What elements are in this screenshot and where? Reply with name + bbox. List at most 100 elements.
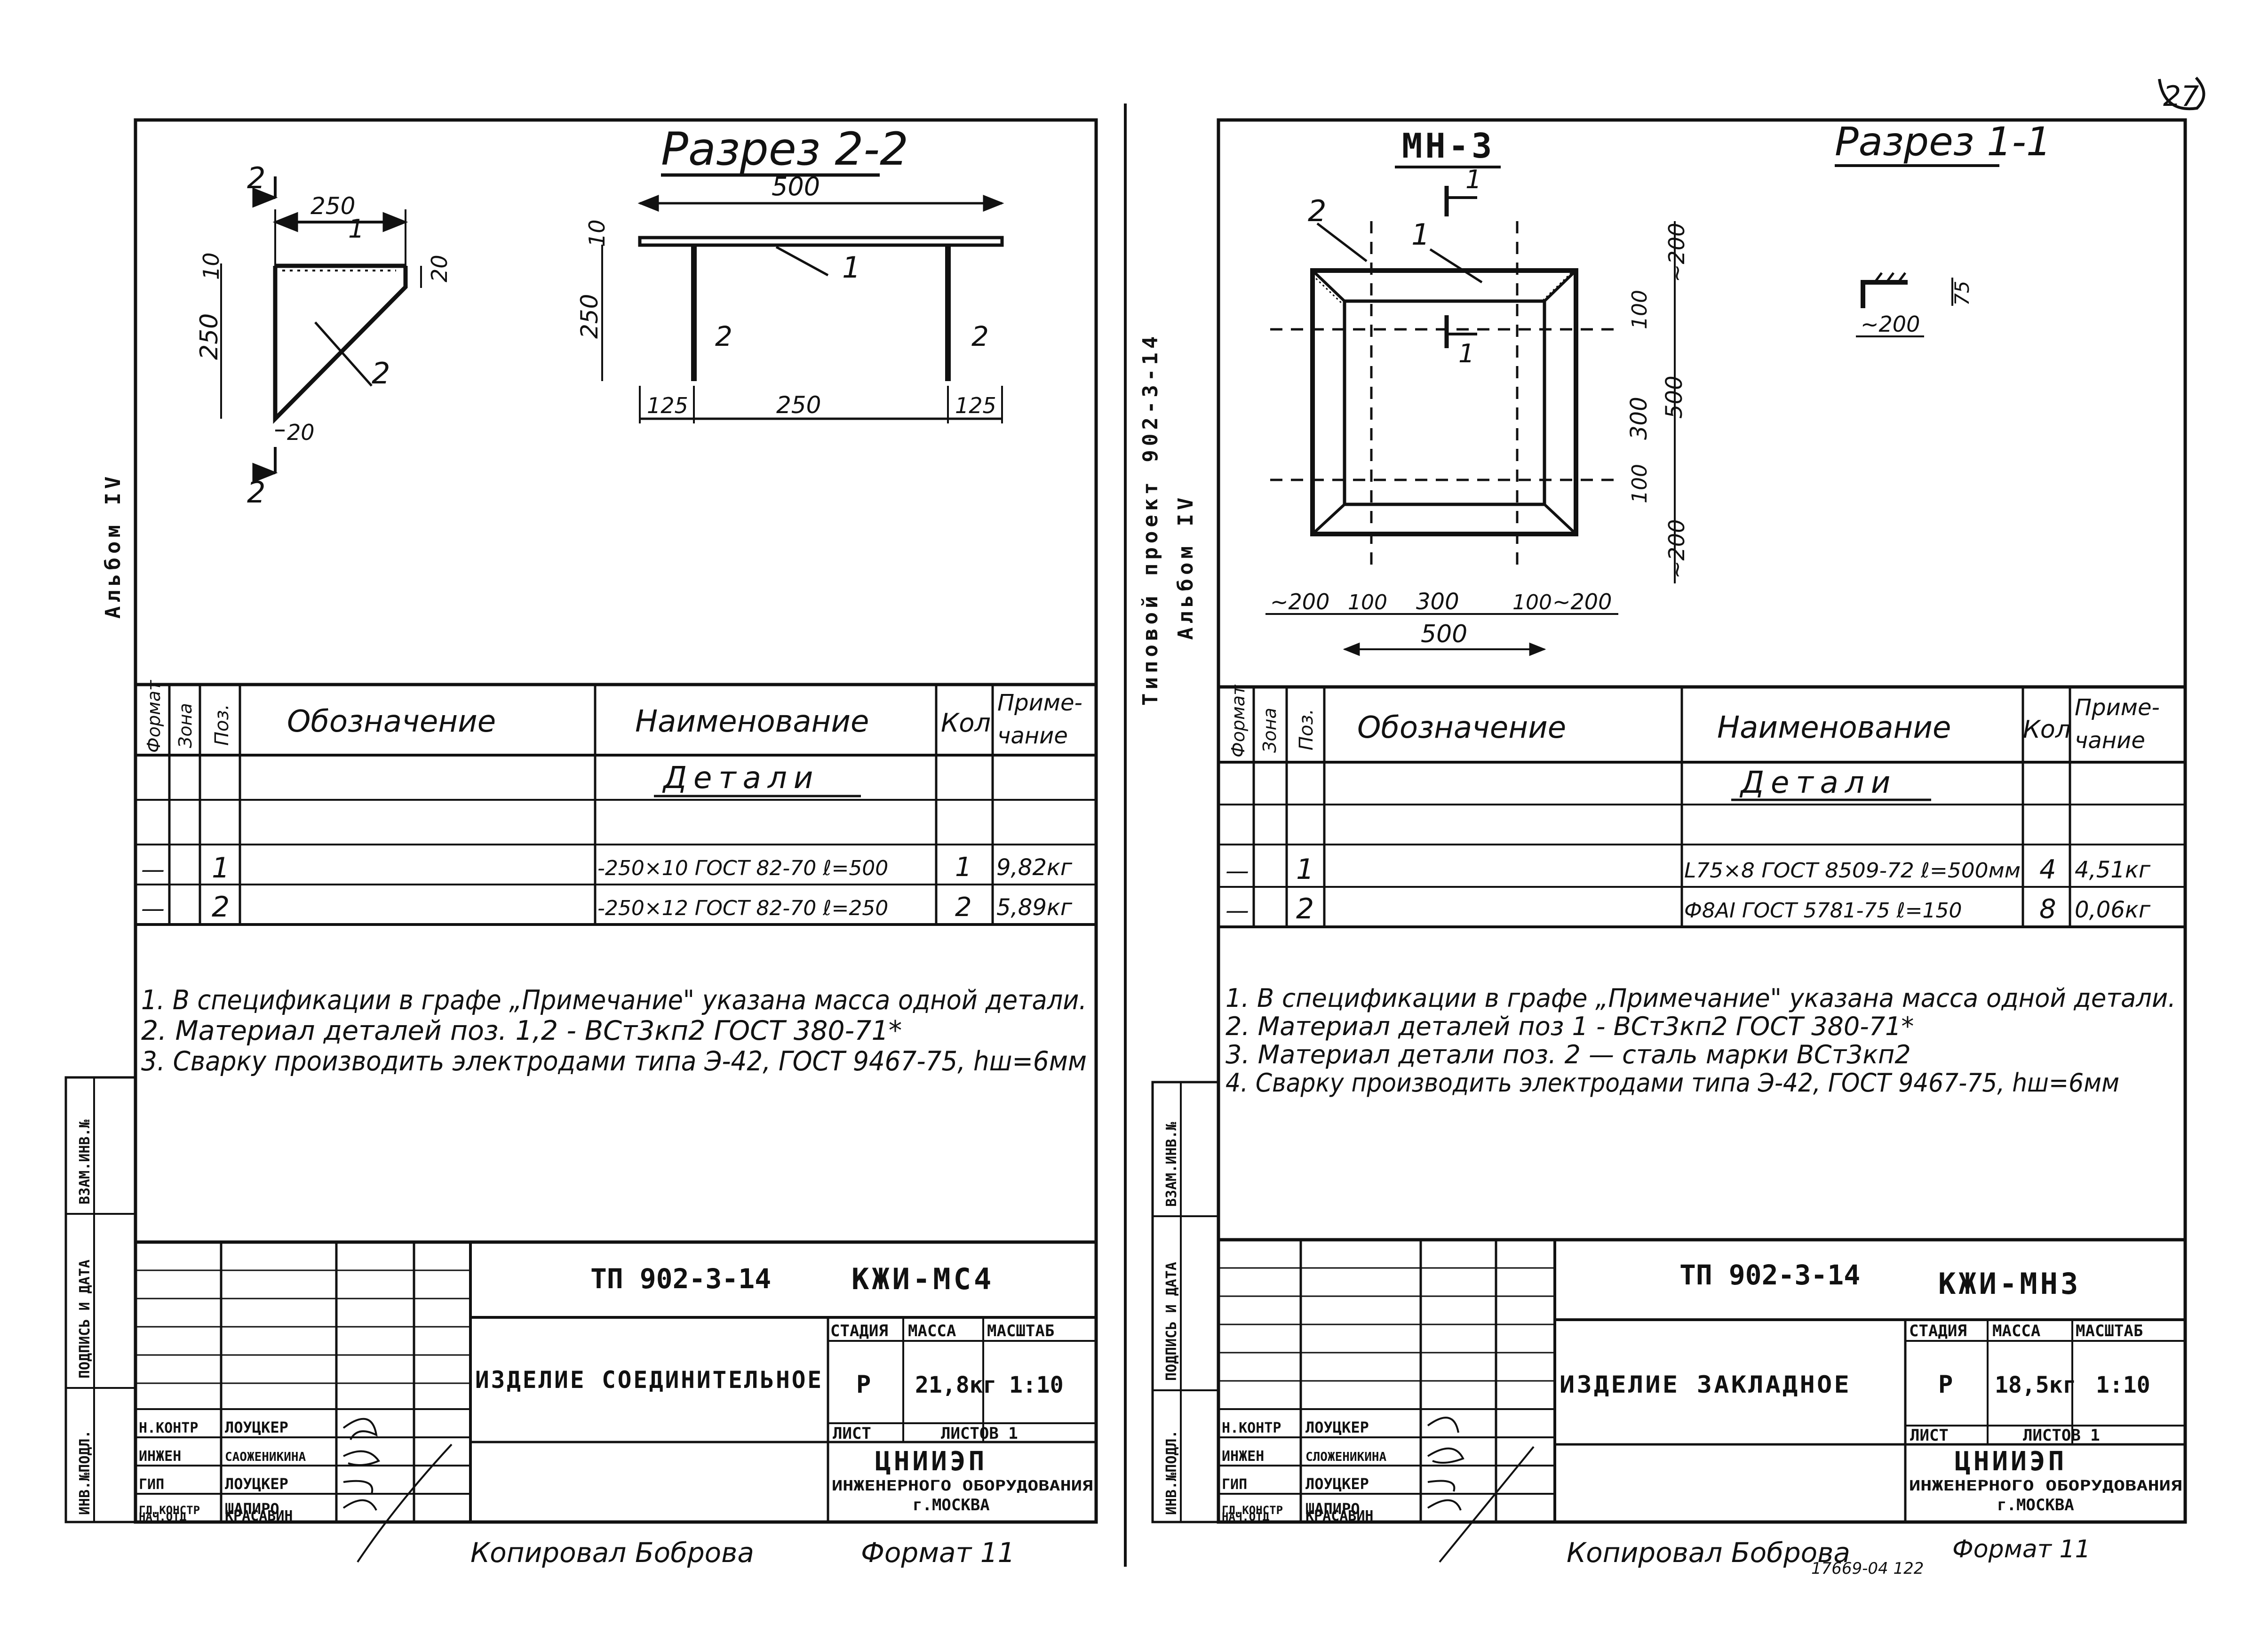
svg-text:0,06кг: 0,06кг [2075,897,2151,923]
svg-text:1: 1 [1296,853,1314,886]
svg-text:КЖИ-МС4: КЖИ-МС4 [851,1262,994,1296]
svg-text:250: 250 [576,294,603,339]
svg-text:27: 27 [2163,80,2199,113]
svg-text:1: 1 [1458,339,1474,368]
svg-text:ЛОУЦКЕР: ЛОУЦКЕР [225,1475,288,1493]
side-stamp: ИНВ.№ПОДЛ. ПОДПИСЬ И ДАТА ВЗАМ.ИНВ.№ [64,1076,137,1523]
svg-text:СТАДИЯ: СТАДИЯ [1909,1322,1967,1340]
svg-text:ШАПИРО: ШАПИРО [1305,1500,1360,1518]
left-frame [134,118,1098,1524]
album-label: Альбом IV [1174,494,1198,640]
svg-text:2: 2 [715,320,732,352]
svg-text:НАЧ.ОТД: НАЧ.ОТД [139,1510,186,1523]
svg-text:2: 2 [1296,893,1314,925]
svg-text:ГИП: ГИП [1222,1476,1247,1493]
svg-text:ИНЖЕНЕРНОГО ОБОРУДОВАНИЯ: ИНЖЕНЕРНОГО ОБОРУДОВАНИЯ [832,1478,1093,1494]
svg-text:250: 250 [776,391,821,419]
svg-text:3. Материал детали поз. 2 — ст: 3. Материал детали поз. 2 — сталь марки … [1226,1040,1911,1069]
svg-text:21,8кг: 21,8кг [915,1372,996,1398]
svg-text:СТАДИЯ: СТАДИЯ [830,1322,888,1340]
svg-text:~200: ~200 [1270,589,1329,614]
signature-3 [343,1480,374,1494]
copied-by: Копировал Боброва [1567,1537,1850,1569]
album-label: Альбом IV [101,473,125,619]
format-label: Формат 11 [1952,1535,2091,1563]
svg-text:ЛОУЦКЕР: ЛОУЦКЕР [1305,1419,1369,1436]
svg-text:ПОДПИСЬ И ДАТА: ПОДПИСЬ И ДАТА [77,1259,93,1379]
spec-table: Формат Зона Поз. Обозначение Наименовани… [1218,684,2185,928]
gusset-plan-view: 2 2 250 1 2 250 10 20 20 [195,161,452,510]
svg-text:ИНВ.№ПОДЛ.: ИНВ.№ПОДЛ. [1163,1430,1180,1515]
svg-text:Формат: Формат [143,679,164,753]
svg-text:18,5кг: 18,5кг [1995,1372,2076,1398]
svg-text:9,82кг: 9,82кг [996,854,1073,881]
svg-text:75: 75 [1950,281,1974,306]
svg-text:КРАСАВИН: КРАСАВИН [1305,1508,1374,1524]
svg-text:ВЗАМ.ИНВ.№: ВЗАМ.ИНВ.№ [77,1119,93,1204]
project-label: Типовой проект 902-3-14 [1138,333,1162,706]
svg-text:НАЧ.ОТД: НАЧ.ОТД [1222,1510,1269,1523]
side-stamp: ИНВ.№ПОДЛ. ПОДПИСЬ И ДАТА ВЗАМ.ИНВ.№ [1151,1081,1220,1523]
svg-text:Поз.: Поз. [1296,709,1317,750]
svg-text:10: 10 [584,219,610,247]
right-sheet: Типовой проект 902-3-14 Альбом IV МН-3 Р… [1138,118,2187,1578]
svg-text:ИЗДЕЛИЕ ЗАКЛАДНОЕ: ИЗДЕЛИЕ ЗАКЛАДНОЕ [1560,1371,1851,1398]
svg-text:Детали: Детали [662,761,820,796]
signature-1 [342,1418,378,1440]
svg-text:ИНЖЕН: ИНЖЕН [1222,1448,1264,1465]
svg-text:г.МОСКВА: г.МОСКВА [1997,1496,2074,1514]
svg-text:ЛИСТ: ЛИСТ [833,1424,871,1443]
svg-text:2: 2 [247,161,265,195]
svg-text:1: 1 [212,852,230,885]
svg-text:Детали: Детали [1739,765,1897,800]
svg-text:20: 20 [427,255,452,282]
svg-text:Р: Р [1938,1371,1953,1399]
svg-text:ПОДПИСЬ И ДАТА: ПОДПИСЬ И ДАТА [1163,1262,1180,1381]
svg-text:2: 2 [971,320,989,352]
svg-text:Н.КОНТР: Н.КОНТР [139,1420,198,1436]
svg-text:—: — [1226,857,1249,885]
svg-text:~200: ~200 [1861,311,1920,337]
svg-text:ЛОУЦКЕР: ЛОУЦКЕР [1305,1475,1369,1493]
section-title: Разрез 2-2 [661,123,908,175]
svg-text:~200: ~200 [1664,519,1689,579]
signature-1 [1427,1417,1459,1433]
svg-text:~200: ~200 [1664,223,1689,282]
svg-text:300: 300 [1416,589,1459,615]
svg-text:ШАПИРО: ШАПИРО [225,1500,279,1518]
svg-text:ИЗДЕЛИЕ СОЕДИНИТЕЛЬНОЕ: ИЗДЕЛИЕ СОЕДИНИТЕЛЬНОЕ [475,1366,823,1394]
svg-text:~200: ~200 [1552,589,1612,614]
svg-text:ЛИСТОВ 1: ЛИСТОВ 1 [941,1424,1018,1443]
svg-text:МАСШТАБ: МАСШТАБ [2076,1322,2143,1340]
svg-text:3. Сварку производить электрод: 3. Сварку производить электродами типа Э… [141,1046,1087,1077]
svg-text:Поз.: Поз. [211,704,233,746]
format-label: Формат 11 [861,1537,1015,1569]
svg-text:300: 300 [1626,397,1652,440]
svg-text:ЦНИИЭП: ЦНИИЭП [1955,1446,2067,1477]
svg-text:Обозначение: Обозначение [1357,710,1566,745]
title-block: ТП 902-3-14 КЖИ-МС4 ИЗДЕЛИЕ СОЕДИНИТЕЛЬН… [135,1240,1096,1563]
svg-text:1. В спецификации в графе „При: 1. В спецификации в графе „Примечание" у… [1226,983,2176,1013]
svg-text:Приме-: Приме- [997,690,1082,716]
svg-text:500: 500 [772,172,820,201]
svg-text:4: 4 [2039,854,2056,885]
svg-text:ЛОУЦКЕР: ЛОУЦКЕР [225,1419,288,1436]
svg-text:100: 100 [1628,464,1652,503]
svg-text:Кол: Кол [2023,716,2071,744]
svg-text:МАССА: МАССА [1992,1322,2040,1340]
notes: 1. В спецификации в графе „Примечание" у… [1226,983,2176,1098]
svg-text:250: 250 [310,192,355,220]
svg-text:1: 1 [1411,217,1430,252]
right-frame [1217,118,2187,1524]
svg-text:Формат: Формат [1228,684,1249,757]
svg-text:8: 8 [2039,894,2056,925]
svg-text:1: 1 [955,852,972,883]
item-title: МН-3 [1402,126,1495,166]
svg-text:Зона: Зона [175,703,196,748]
section-1-1-view: 75 ~200 [1856,272,1974,337]
svg-text:-250×12 ГОСТ 82-70 ℓ=250: -250×12 ГОСТ 82-70 ℓ=250 [597,896,888,920]
svg-text:2: 2 [1308,194,1326,228]
svg-text:ИНВ.№ПОДЛ.: ИНВ.№ПОДЛ. [77,1430,93,1515]
svg-text:100: 100 [1348,590,1387,614]
svg-text:Ф8АI ГОСТ 5781-75 ℓ=150: Ф8АI ГОСТ 5781-75 ℓ=150 [1684,899,1962,923]
